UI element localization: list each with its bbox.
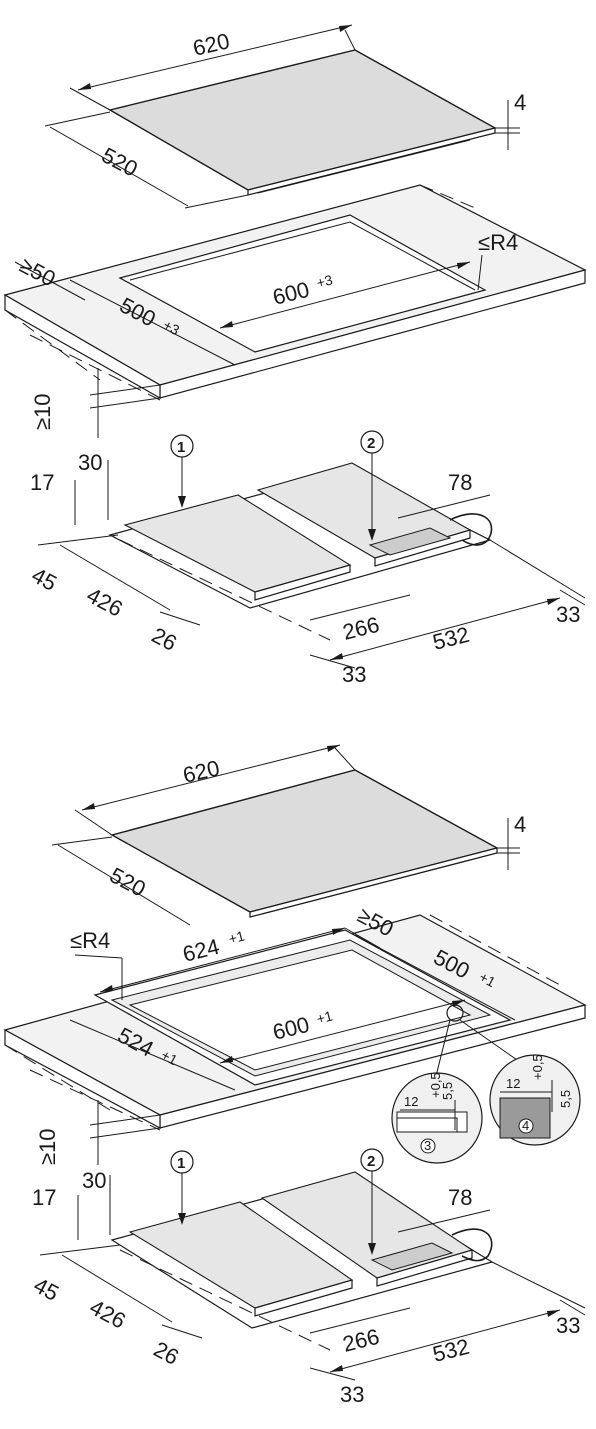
- label-532-d2: 532: [430, 1334, 472, 1367]
- callout-1-d1: 1: [170, 434, 194, 508]
- dim-33-bottom-d2: 33: [309, 1367, 364, 1407]
- label-500-tol-2: +1: [477, 969, 499, 991]
- label-426-d1: 426: [83, 582, 127, 621]
- label-45-d1: 45: [28, 562, 61, 596]
- label-266-d1: 266: [340, 612, 382, 645]
- label-532-d1: 532: [430, 622, 472, 655]
- label-600-tol-1: +3: [315, 271, 335, 290]
- callout-1-label-d1: 1: [177, 439, 185, 456]
- detail-4-width: 12: [506, 1076, 520, 1091]
- glass-top-2: [110, 769, 499, 918]
- dim-26-d1: 26: [148, 611, 201, 656]
- label-600-tol-2: +1: [315, 1007, 335, 1026]
- label-30-d1: 30: [78, 450, 102, 475]
- dim-33-right-d1: 33: [489, 539, 586, 627]
- label-17-d2: 17: [32, 1185, 56, 1210]
- hob-unit-2: [110, 1171, 494, 1351]
- label-426-d2: 426: [86, 1294, 130, 1333]
- dim-45-d2: 45: [30, 1244, 121, 1306]
- dim-glass-thickness-1: 4: [495, 90, 526, 150]
- detail-4-label: 4: [522, 1118, 529, 1133]
- detail-3: 12 5,5 +0,5 3: [391, 1072, 483, 1164]
- label-78-d1: 78: [448, 470, 472, 495]
- detail-leader: [434, 1004, 521, 1081]
- detail-4-tol: +0,5: [530, 1054, 545, 1080]
- detail-3-tol: +0,5: [428, 1072, 443, 1098]
- dim-266-d2: 266: [309, 1307, 411, 1357]
- label-26-d1: 26: [148, 622, 181, 656]
- detail-3-width: 12: [404, 1094, 418, 1109]
- label-520-2: 520: [106, 862, 150, 901]
- label-620-2: 620: [181, 755, 222, 788]
- dim-17-30-d2: 17 30: [32, 1168, 111, 1240]
- label-624-tol-2: +1: [227, 927, 247, 946]
- label-33-right-d1: 33: [556, 602, 580, 627]
- diagram-surface-mount: 620 520 4 ≥50: [3, 24, 587, 687]
- label-17-d1: 17: [30, 470, 54, 495]
- dim-78-d1: 78: [397, 470, 491, 519]
- glass-top-1: [108, 49, 497, 196]
- detail-3-label: 3: [424, 1138, 431, 1153]
- label-500-tol-1: +3: [161, 317, 183, 339]
- label-78-d2: 78: [448, 1185, 472, 1210]
- detail-4: 12 5,5 +0,5 4: [489, 1054, 581, 1146]
- worktop-2: [3, 914, 587, 1131]
- callout-2-d2: 2: [360, 1148, 384, 1255]
- callout-2-d1: 2: [360, 430, 384, 541]
- dim-33-bottom-d1: 33: [309, 654, 366, 687]
- diagram-flush-mount: 620 520 4: [3, 744, 587, 1407]
- dim-worktop-thickness-1: ≥10: [30, 368, 161, 438]
- callout-1-label-d2: 1: [177, 1155, 185, 1172]
- hob-unit-1: [108, 462, 493, 641]
- label-620-1: 620: [191, 28, 232, 61]
- dim-78-d2: 78: [397, 1185, 491, 1233]
- label-45-d2: 45: [30, 1272, 63, 1306]
- dim-corner-radius-2: ≤R4: [70, 928, 123, 1000]
- label-min10-1: ≥10: [30, 393, 55, 430]
- dim-corner-radius-1: ≤R4: [477, 230, 518, 291]
- dim-33-right-d2: 33: [491, 1261, 586, 1338]
- label-524-tol-2: +1: [159, 1047, 181, 1069]
- label-min10-2: ≥10: [35, 1128, 60, 1165]
- worktop-1: [3, 184, 587, 401]
- dim-glass-thickness-2: 4: [497, 812, 526, 870]
- callout-2-label-d2: 2: [367, 1153, 375, 1170]
- label-30-d2: 30: [82, 1168, 106, 1193]
- label-4-2: 4: [514, 812, 526, 837]
- dim-26-d2: 26: [150, 1324, 203, 1370]
- label-R4-2: ≤R4: [70, 928, 110, 953]
- label-33-right-d2: 33: [556, 1313, 580, 1338]
- callout-2-label-d1: 2: [367, 435, 375, 452]
- callout-1-d2: 1: [170, 1150, 194, 1225]
- label-33-bottom-d2: 33: [340, 1382, 364, 1407]
- dim-worktop-thickness-2: ≥10: [35, 1100, 161, 1165]
- label-266-d2: 266: [340, 1324, 382, 1357]
- label-R4-1: ≤R4: [478, 230, 518, 255]
- dim-17-30-d1: 17 30: [30, 450, 109, 525]
- label-4-1: 4: [514, 90, 526, 115]
- label-33-bottom-d1: 33: [342, 662, 366, 687]
- detail-4-depth: 5,5: [558, 1090, 573, 1108]
- detail-3-depth: 5,5: [440, 1082, 455, 1100]
- label-26-d2: 26: [150, 1336, 183, 1370]
- dim-rebate-width-2: 624 +1: [99, 927, 346, 993]
